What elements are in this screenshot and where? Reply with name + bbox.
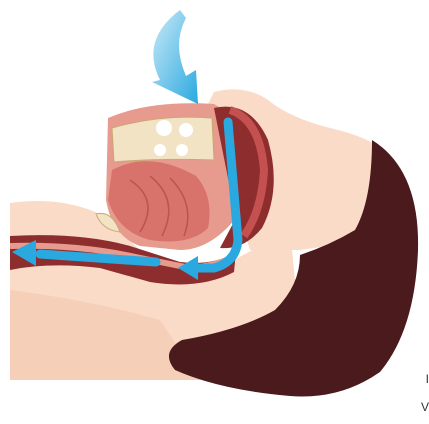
- sinus-opening: [156, 120, 172, 136]
- sinus-opening: [179, 123, 193, 137]
- edge-text-line2: V: [421, 400, 429, 414]
- sinus-opening: [154, 144, 166, 156]
- sinus-opening: [176, 144, 188, 156]
- edge-text-line1: I: [426, 372, 429, 386]
- inhale-arrow-icon: [152, 10, 198, 104]
